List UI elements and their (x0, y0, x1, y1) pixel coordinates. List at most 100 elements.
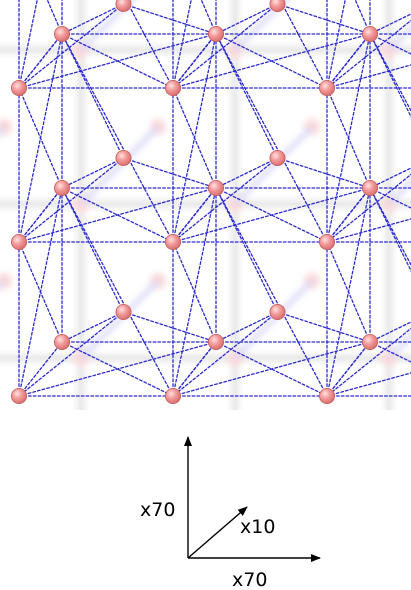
bond (215, 3, 279, 35)
bond (369, 187, 411, 273)
bond (172, 187, 371, 243)
bond (276, 311, 371, 343)
bond (215, 157, 279, 189)
bond (369, 33, 411, 55)
atom (54, 25, 71, 42)
background-atom (381, 504, 397, 520)
background-bond (235, 435, 312, 512)
background-atom (73, 504, 89, 520)
background-bond (0, 435, 4, 512)
atom (54, 333, 71, 350)
atom (269, 149, 286, 166)
bond (172, 87, 217, 189)
bond (369, 341, 411, 363)
bond (61, 187, 125, 313)
bond (172, 341, 371, 397)
bond (122, 3, 217, 35)
bond (326, 241, 371, 343)
background-bond (0, 279, 6, 289)
bond (215, 33, 279, 159)
bond (172, 157, 279, 243)
atom-layer (10, 0, 378, 404)
bond (18, 187, 217, 243)
background-bond (79, 279, 160, 360)
bond (172, 0, 192, 89)
background-bond (79, 0, 135, 52)
bond (279, 0, 328, 89)
background-bond (0, 0, 4, 50)
bond (122, 157, 217, 189)
atom (269, 0, 286, 12)
background-bond (233, 125, 314, 206)
bond (61, 157, 125, 189)
background-bond (387, 332, 411, 360)
vertical-axis-label: x70 (140, 499, 175, 521)
background-bond (0, 125, 6, 135)
background-atom (304, 427, 320, 443)
bond (215, 311, 279, 343)
bond (18, 87, 63, 189)
bond (276, 3, 371, 35)
bond (61, 341, 174, 397)
bond (326, 19, 411, 89)
atom (207, 25, 224, 42)
atom (10, 80, 27, 97)
background-bond (389, 435, 411, 512)
bond (172, 241, 217, 343)
atom (10, 387, 27, 404)
bond (61, 33, 174, 243)
atom (164, 80, 181, 97)
bond (215, 187, 328, 397)
bond (369, 167, 411, 189)
bond (61, 33, 174, 89)
bond (18, 311, 125, 397)
axes-indicator: x70 x10 x70 (140, 436, 321, 590)
bond (369, 33, 411, 119)
bond (172, 311, 279, 397)
atom (164, 233, 181, 250)
atom (269, 303, 286, 320)
bond (369, 321, 411, 343)
atom (318, 233, 335, 250)
bond (18, 187, 63, 243)
bond (326, 187, 371, 243)
atom (318, 387, 335, 404)
bond (120, 0, 125, 5)
bond (61, 187, 174, 243)
bond (215, 187, 328, 243)
bond (18, 157, 125, 243)
atom (10, 233, 27, 250)
bond (326, 87, 371, 189)
background-bond (387, 178, 411, 206)
atom (318, 80, 335, 97)
diagonal-axis-arrow (187, 506, 248, 559)
bond (200, 0, 217, 35)
atom (361, 25, 378, 42)
bond (326, 218, 411, 243)
bond (326, 372, 411, 397)
atom (207, 333, 224, 350)
bond (18, 33, 217, 89)
bond (326, 341, 371, 397)
bond (369, 13, 411, 35)
bond (326, 0, 346, 89)
bond (18, 3, 125, 89)
background-atom (0, 427, 12, 443)
background-bond (79, 125, 160, 206)
background-bond (233, 0, 289, 52)
bond (369, 33, 411, 113)
bond (18, 341, 217, 397)
bond (215, 187, 279, 313)
bond (61, 3, 125, 35)
bond (46, 0, 63, 35)
bond (354, 0, 371, 35)
bond (61, 311, 125, 343)
bond (369, 187, 411, 209)
horizontal-axis-label: x70 (232, 569, 267, 590)
atom (115, 149, 132, 166)
background-atom (150, 427, 166, 443)
bond (61, 187, 174, 397)
bond (276, 157, 371, 189)
bond (215, 33, 328, 89)
bond (172, 3, 279, 89)
